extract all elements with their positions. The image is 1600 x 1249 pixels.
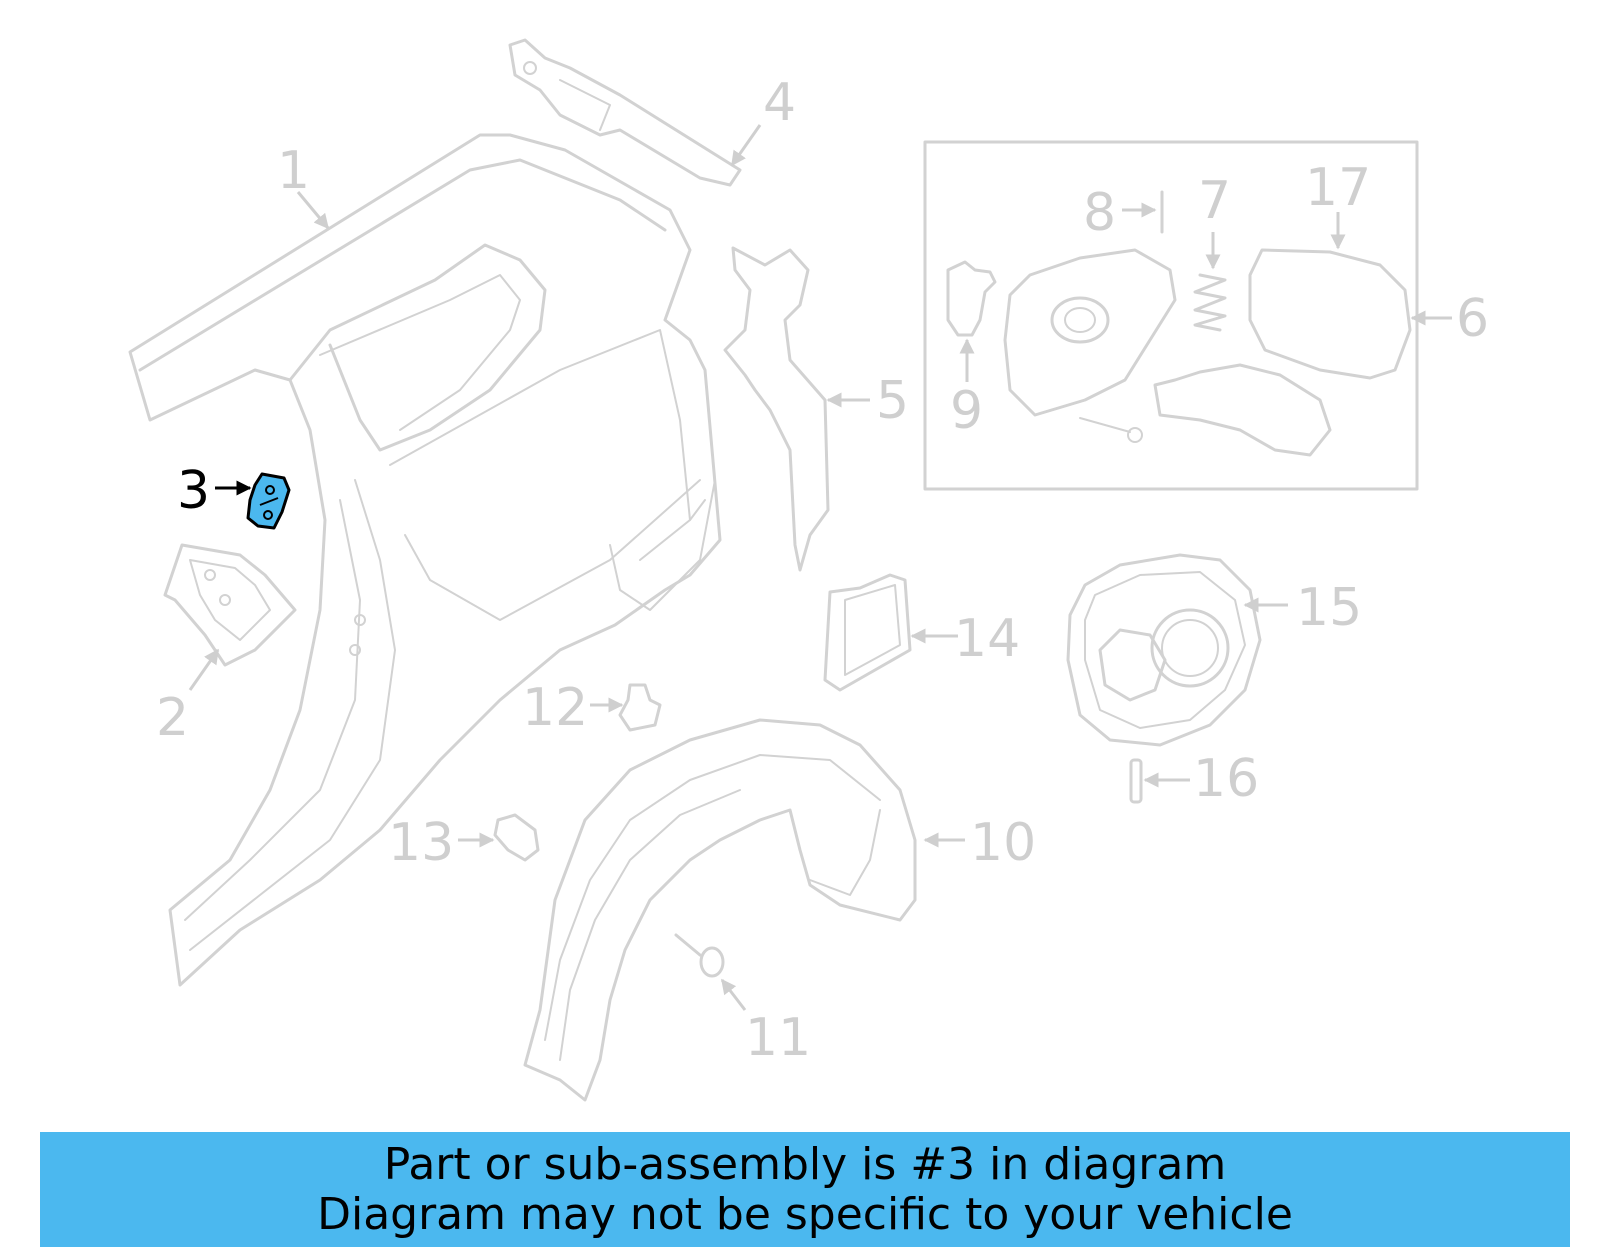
info-banner: Part or sub-assembly is #3 in diagram Di… — [40, 1132, 1570, 1247]
callout-labels: 1 2 3 4 5 6 7 8 9 10 11 12 13 14 15 16 1… — [156, 73, 1489, 1068]
fuel-pocket-part-15 — [1066, 553, 1262, 747]
bracket-part-2 — [163, 543, 297, 667]
callout-11: 11 — [745, 1008, 811, 1068]
wheel-liner-part-10 — [523, 718, 917, 1102]
quarter-panel-part-1 — [128, 133, 722, 987]
fuel-door-inset — [923, 140, 1419, 491]
grommet-part-13 — [493, 813, 540, 862]
screw-part-11 — [674, 933, 725, 978]
callout-9: 9 — [950, 381, 983, 441]
callout-16: 16 — [1193, 749, 1259, 809]
callout-6: 6 — [1456, 289, 1489, 349]
clip-part-12 — [618, 683, 662, 732]
callout-2: 2 — [156, 688, 189, 748]
callout-12: 12 — [522, 678, 588, 738]
callout-15: 15 — [1296, 578, 1362, 638]
pillar-part-5 — [723, 246, 830, 572]
callout-7: 7 — [1198, 171, 1231, 231]
callout-17: 17 — [1305, 158, 1371, 218]
rail-part-4 — [508, 38, 742, 187]
highlighted-part-3 — [246, 472, 291, 530]
callout-13: 13 — [388, 813, 454, 873]
banner-line-1: Part or sub-assembly is #3 in diagram — [383, 1139, 1227, 1190]
callout-14: 14 — [954, 609, 1020, 669]
callout-1: 1 — [277, 141, 310, 201]
callout-5: 5 — [876, 371, 909, 431]
callout-3: 3 — [177, 461, 210, 521]
leader-lines — [188, 124, 1452, 1011]
callout-8: 8 — [1083, 183, 1116, 243]
callout-10: 10 — [970, 813, 1036, 873]
plate-part-14 — [823, 573, 912, 692]
banner-line-2: Diagram may not be specific to your vehi… — [317, 1189, 1293, 1240]
pin-part-16 — [1129, 758, 1143, 804]
callout-4: 4 — [763, 73, 796, 133]
